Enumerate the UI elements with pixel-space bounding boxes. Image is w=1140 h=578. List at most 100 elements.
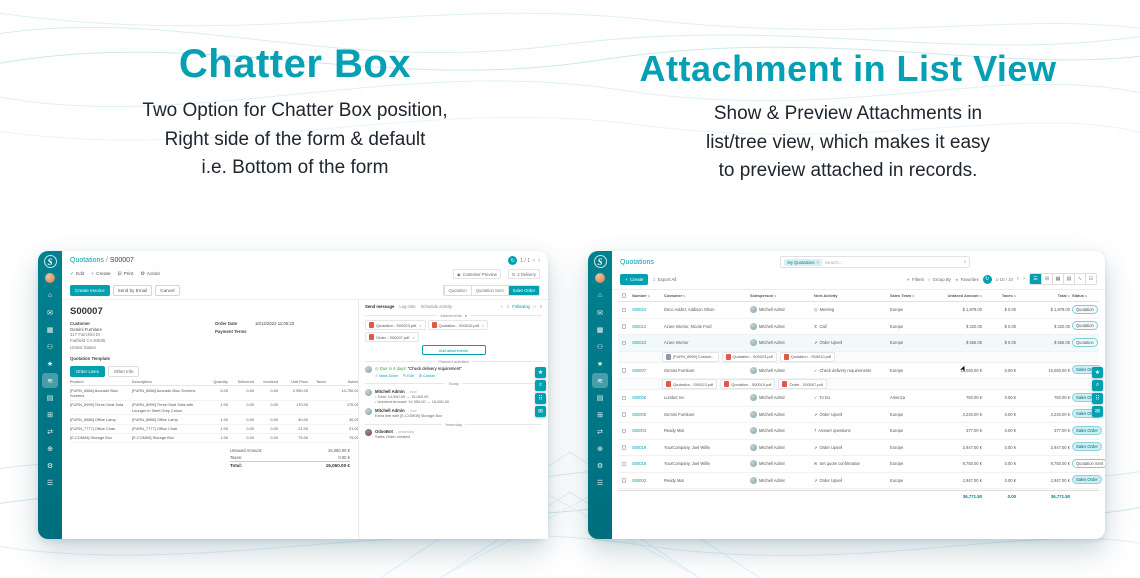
attachment-chip[interactable]: Quotation - S00010.pdf (779, 351, 835, 362)
accounting-icon[interactable]: ⊕ (597, 445, 603, 453)
col-taxes[interactable]: Taxes (984, 293, 1016, 298)
row-checkbox[interactable] (621, 368, 627, 373)
edit-button[interactable]: ✓Edit (70, 271, 85, 277)
notebook-tab[interactable]: Other Info (107, 366, 140, 378)
search-button[interactable]: ⌕ (535, 380, 546, 391)
order-date-value[interactable]: 10/12/2022 11:05:23 (255, 321, 295, 326)
search-facet[interactable]: My Quotations× (784, 258, 822, 266)
followers-icon[interactable]: ⚇ (532, 304, 537, 309)
attachment-chip[interactable]: Order - S00007.pdf (778, 379, 827, 389)
chat-button[interactable]: ✉ (535, 406, 546, 417)
col-sales-team[interactable]: Sales Team (890, 293, 928, 298)
dashboard-icon[interactable]: ▤ (46, 394, 54, 402)
col-untaxed[interactable]: Untaxed Amount (930, 293, 982, 298)
graph-view-icon[interactable]: ∿ (1074, 274, 1085, 284)
action-button[interactable]: ⚙Action (140, 271, 161, 277)
log-note-button[interactable]: Log note (399, 304, 416, 309)
status-step[interactable]: Quotation Sent (470, 286, 508, 295)
pivot-view-icon[interactable]: ▤ (1063, 274, 1074, 284)
col-customer[interactable]: Customer (664, 293, 748, 298)
export-all-button[interactable]: ↥Export All (652, 276, 677, 282)
apps-icon[interactable]: ☰ (46, 479, 54, 487)
row-checkbox[interactable] (621, 395, 627, 400)
add-attachments-button[interactable]: Add attachments (421, 345, 486, 355)
create-invoice-button[interactable]: Create Invoice (70, 285, 110, 296)
next-activity-cell[interactable]: ⇗Order Upsell (814, 477, 843, 483)
cancel-button[interactable]: Cancel (155, 285, 180, 296)
search-input[interactable]: My Quotations× Search... ⌕ (780, 256, 971, 268)
purchase-icon[interactable]: ⇄ (47, 428, 53, 436)
app-logo[interactable]: S (593, 255, 607, 268)
author-name[interactable]: Mitchell Admin (375, 388, 405, 394)
pager-prev-icon[interactable]: ‹ (1017, 276, 1019, 282)
attachment-chip[interactable]: Quotation - S00023.pdf (721, 351, 777, 362)
favorites-button[interactable]: ★Favorites (955, 276, 979, 282)
crm-icon[interactable]: ★ (596, 360, 604, 368)
schedule-activity-button[interactable]: Schedule activity (420, 304, 453, 309)
pager-prev-icon[interactable]: ‹ (533, 257, 535, 264)
next-activity-cell[interactable]: ⇗Order Upsell (814, 411, 843, 417)
accounting-icon[interactable]: ⊕ (47, 445, 53, 453)
bookmark-button[interactable]: ★ (1092, 367, 1103, 378)
status-step[interactable]: Quotation (443, 286, 471, 295)
edit-activity-button[interactable]: ✎ Edit (402, 373, 414, 378)
refresh-button[interactable]: ↻ (982, 274, 992, 284)
discuss-icon[interactable]: ✉ (47, 309, 53, 317)
app-logo[interactable]: S (43, 255, 57, 268)
breadcrumb-quotations[interactable]: Quotations (70, 257, 104, 264)
table-row[interactable]: S00018 YourCompany, Joel Willis Mitchell… (618, 456, 1105, 473)
apps-grid-button[interactable]: ⠿ (1092, 393, 1103, 404)
next-activity-cell[interactable]: ✆Call (814, 323, 827, 329)
settings-icon[interactable]: ⚙ (596, 462, 604, 470)
table-row[interactable]: S00019 YourCompany, Joel Willis Mitchell… (618, 440, 1102, 456)
table-row[interactable]: S00003 Ready Mat Mitchell Admin ?Answer … (618, 423, 1102, 440)
apps-icon[interactable]: ☰ (596, 479, 604, 487)
row-checkbox[interactable] (621, 445, 627, 450)
purchase-icon[interactable]: ⇄ (597, 428, 603, 436)
discuss-icon[interactable]: ✉ (597, 309, 603, 317)
remove-attachment-icon[interactable]: × (412, 334, 415, 340)
pager-next-icon[interactable]: › (538, 257, 540, 264)
col-next-activity[interactable]: Next Activity (814, 293, 838, 298)
next-activity-cell[interactable]: ⇗Order Upsell (814, 444, 843, 450)
author-name[interactable]: OdooBot (375, 429, 393, 435)
table-row[interactable]: S00012 Azure Interior, Nicole Ford Mitch… (618, 319, 1099, 335)
next-activity-cell[interactable]: ✉Set quote confirmation (814, 461, 861, 467)
send-message-button[interactable]: Send message (365, 304, 395, 309)
author-name[interactable]: Mitchell Admin (375, 407, 405, 413)
create-button[interactable]: +Create (91, 271, 111, 277)
inventory-icon[interactable]: ⊞ (47, 411, 53, 419)
next-activity-cell[interactable]: ◷Meeting (814, 307, 835, 313)
next-activity-cell[interactable]: ?Answer questions (814, 428, 851, 434)
notebook-tab[interactable]: Order Lines (70, 366, 105, 378)
crm-icon[interactable]: ★ (46, 360, 54, 368)
create-button[interactable]: +Create (620, 273, 649, 285)
settings-icon[interactable]: ⚙ (46, 462, 54, 470)
bookmark-button[interactable]: ★ (535, 367, 546, 378)
next-activity-cell[interactable]: ✓Check delivery requirements (814, 367, 872, 373)
inventory-icon[interactable]: ⊞ (597, 411, 603, 419)
row-checkbox[interactable] (621, 478, 627, 483)
col-number[interactable]: Number (632, 293, 662, 298)
order-line-row[interactable]: [FURN_8888] Office Lamp [FURN_8888] Offi… (70, 415, 362, 425)
order-line-row[interactable]: [FURN_8999] Three-Seat Sofa [FURN_8999] … (70, 401, 362, 416)
customer-link[interactable]: Gemini Furniture (70, 327, 102, 332)
col-salesperson[interactable]: Salesperson (750, 293, 812, 298)
attachments-section-label[interactable]: Attachments (440, 312, 462, 318)
sales-icon[interactable]: ≋ (42, 373, 58, 388)
user-avatar[interactable] (595, 273, 605, 283)
row-checkbox[interactable] (621, 428, 627, 433)
table-row[interactable]: S00007 Gemini Furniture Mitchell Admin ✓… (618, 363, 1102, 379)
chat-button[interactable]: ✉ (1092, 406, 1103, 417)
sales-icon[interactable]: ≋ (592, 373, 608, 388)
map-view-icon[interactable]: ☷ (1085, 274, 1096, 284)
row-checkbox[interactable] (621, 324, 627, 329)
remove-attachment-icon[interactable]: × (419, 322, 422, 328)
next-activity-cell[interactable]: ✓To Do (814, 395, 831, 401)
col-total[interactable]: Total (1018, 293, 1070, 298)
home-icon[interactable]: ⌂ (47, 292, 53, 299)
table-row[interactable]: S00024 Deco Addict, Addison Olson Mitche… (618, 302, 1099, 319)
home-icon[interactable]: ⌂ (597, 292, 603, 299)
calendar-view-icon[interactable]: ▦ (1052, 274, 1063, 284)
delivery-smart-button[interactable]: ⊡2 Delivery (507, 269, 540, 279)
